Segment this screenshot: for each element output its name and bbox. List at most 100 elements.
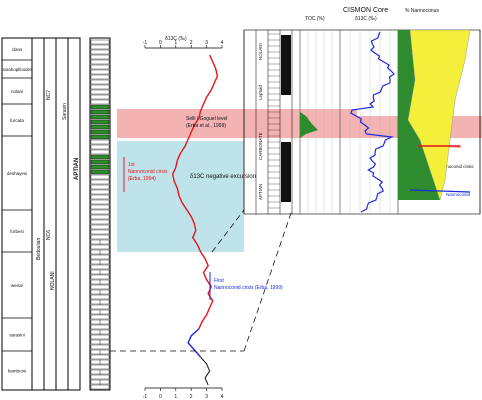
lithology-bed <box>90 99 110 105</box>
stage-label: furcata <box>10 118 24 123</box>
lithology-bed <box>90 244 110 250</box>
core-mid-label: Leptoid <box>258 85 263 100</box>
lithology-bed <box>90 84 110 90</box>
lithology-bed <box>90 69 110 75</box>
lithology-bed <box>90 374 110 380</box>
blue-marker-right <box>409 189 471 193</box>
lithology-column <box>89 37 111 391</box>
lithology-bed <box>90 139 110 145</box>
red-note-3: (Erba, 1994) <box>128 176 156 182</box>
lithology-bed <box>90 364 110 370</box>
stage-labels: clansparahoplitoidesnolanifurcatadeshaye… <box>2 47 33 374</box>
lithology-bed <box>90 79 110 85</box>
zone-label-nc7: NC7 <box>46 90 52 100</box>
lithology-bed <box>90 314 110 320</box>
lithology-bed <box>90 229 110 235</box>
lithology-bed <box>90 234 110 240</box>
zone-label-aptian: APTIAN <box>74 158 80 180</box>
stage-label: forbesi <box>10 229 24 234</box>
lithology-bed <box>90 354 110 360</box>
axis-tick-label-top: 3 <box>205 40 208 46</box>
right-axis-title: % Nannoconus <box>405 8 439 14</box>
correlation-line-diag <box>211 209 245 253</box>
lithology-bed <box>90 294 110 300</box>
zone-column-2 <box>55 37 69 391</box>
lithology-bed <box>90 54 110 60</box>
lithology-bed <box>90 89 110 95</box>
lithology-bed <box>90 224 110 230</box>
lithology-bed <box>90 199 110 205</box>
lithology-bed <box>90 169 110 175</box>
axis-tick-label-bottom: 1 <box>174 394 177 400</box>
lithology-bed <box>90 304 110 310</box>
lithology-bed <box>90 284 110 290</box>
lithology-bed <box>90 114 110 120</box>
stage-dividers <box>2 37 32 391</box>
lithology-bed <box>90 164 110 170</box>
stage-label: hambrovi <box>8 369 27 374</box>
lithology-bed <box>90 94 110 100</box>
core-mid-label: APTIAN <box>258 184 263 200</box>
red-note-2: Nannoconid crisis <box>128 169 168 175</box>
lithology-bed <box>90 174 110 180</box>
core-nannoconus-green <box>398 30 440 200</box>
lithology-bed <box>90 254 110 260</box>
lithology-bed <box>90 64 110 70</box>
core-black-bar <box>281 35 291 95</box>
zone-column-3 <box>67 37 81 391</box>
stage-label: parahoplitoides <box>2 67 33 72</box>
axis-tick-label-bottom: -1 <box>143 394 148 400</box>
stage-label: deshayesi <box>7 171 27 176</box>
lithology-bed <box>90 39 110 45</box>
lithology-bed <box>90 159 110 165</box>
red-box-band <box>117 109 357 138</box>
lithology-bed <box>90 194 110 200</box>
core-toc-label: TOC (%) <box>305 16 325 22</box>
lithology-bed <box>90 119 110 125</box>
lithology-bed <box>90 219 110 225</box>
core-title: CISMON Core <box>343 7 388 14</box>
lithology-bed <box>90 324 110 330</box>
lithology-bed <box>90 209 110 215</box>
axis-tick-label-top: 4 <box>221 40 224 46</box>
lithology-bed <box>90 154 110 160</box>
lithology-bed <box>90 134 110 140</box>
zone-label-sarasin: Sarasin <box>62 103 68 120</box>
lithology-bed <box>90 334 110 340</box>
blue-note-2: Nannoconid crisis (Erba, 1999) <box>214 285 283 291</box>
lithology-bed <box>90 59 110 65</box>
lithology-bed <box>90 124 110 130</box>
zone-label-bedoulian: Bedoulian <box>36 238 42 260</box>
d13c-curve-blue-segment <box>187 328 201 358</box>
axis-tick-label-bottom: 4 <box>221 394 224 400</box>
lithology-bed <box>90 344 110 350</box>
d13c-curve-red <box>171 54 219 330</box>
axis-tick-label-bottom: 3 <box>205 394 208 400</box>
lithology-bed <box>90 44 110 50</box>
lithology-bed <box>90 104 110 110</box>
core-d13c-curve <box>350 31 395 213</box>
zone-label-nc6: NC6 <box>46 230 52 240</box>
red-note-1: 1st <box>128 162 135 168</box>
blue-zone-title: δ13C negative excursion <box>190 174 256 180</box>
core-nannoconus-yellow <box>407 29 471 201</box>
axis-tick-label-bottom: 2 <box>190 394 193 400</box>
right-annotation-2: Nannoconid crisis <box>438 164 474 169</box>
red-box-sub: (Erba et al., 1999) <box>186 123 226 129</box>
core-mid-label: NOLANI <box>258 43 263 60</box>
core-subtitle: δ13C (‰) <box>355 16 377 22</box>
axis-tick-label-top: 1 <box>174 40 177 46</box>
stage-label: weissi <box>11 283 23 288</box>
lithology-bed <box>90 109 110 115</box>
red-box-title: Selli / Goguel level <box>186 116 227 122</box>
substage-column <box>31 37 45 391</box>
blue-zone-wedge <box>117 141 244 252</box>
core-black-bar-2 <box>281 142 291 202</box>
lithology-bed <box>90 179 110 185</box>
core-mid-label: CARBONATE <box>258 132 263 160</box>
lithology-bed <box>90 214 110 220</box>
lithology-bed <box>90 384 110 390</box>
stage-label: sarasini <box>9 333 25 338</box>
axis-tick-label-top: -1 <box>143 40 148 46</box>
d13c-axis-label: δ13C (‰) <box>165 36 187 42</box>
